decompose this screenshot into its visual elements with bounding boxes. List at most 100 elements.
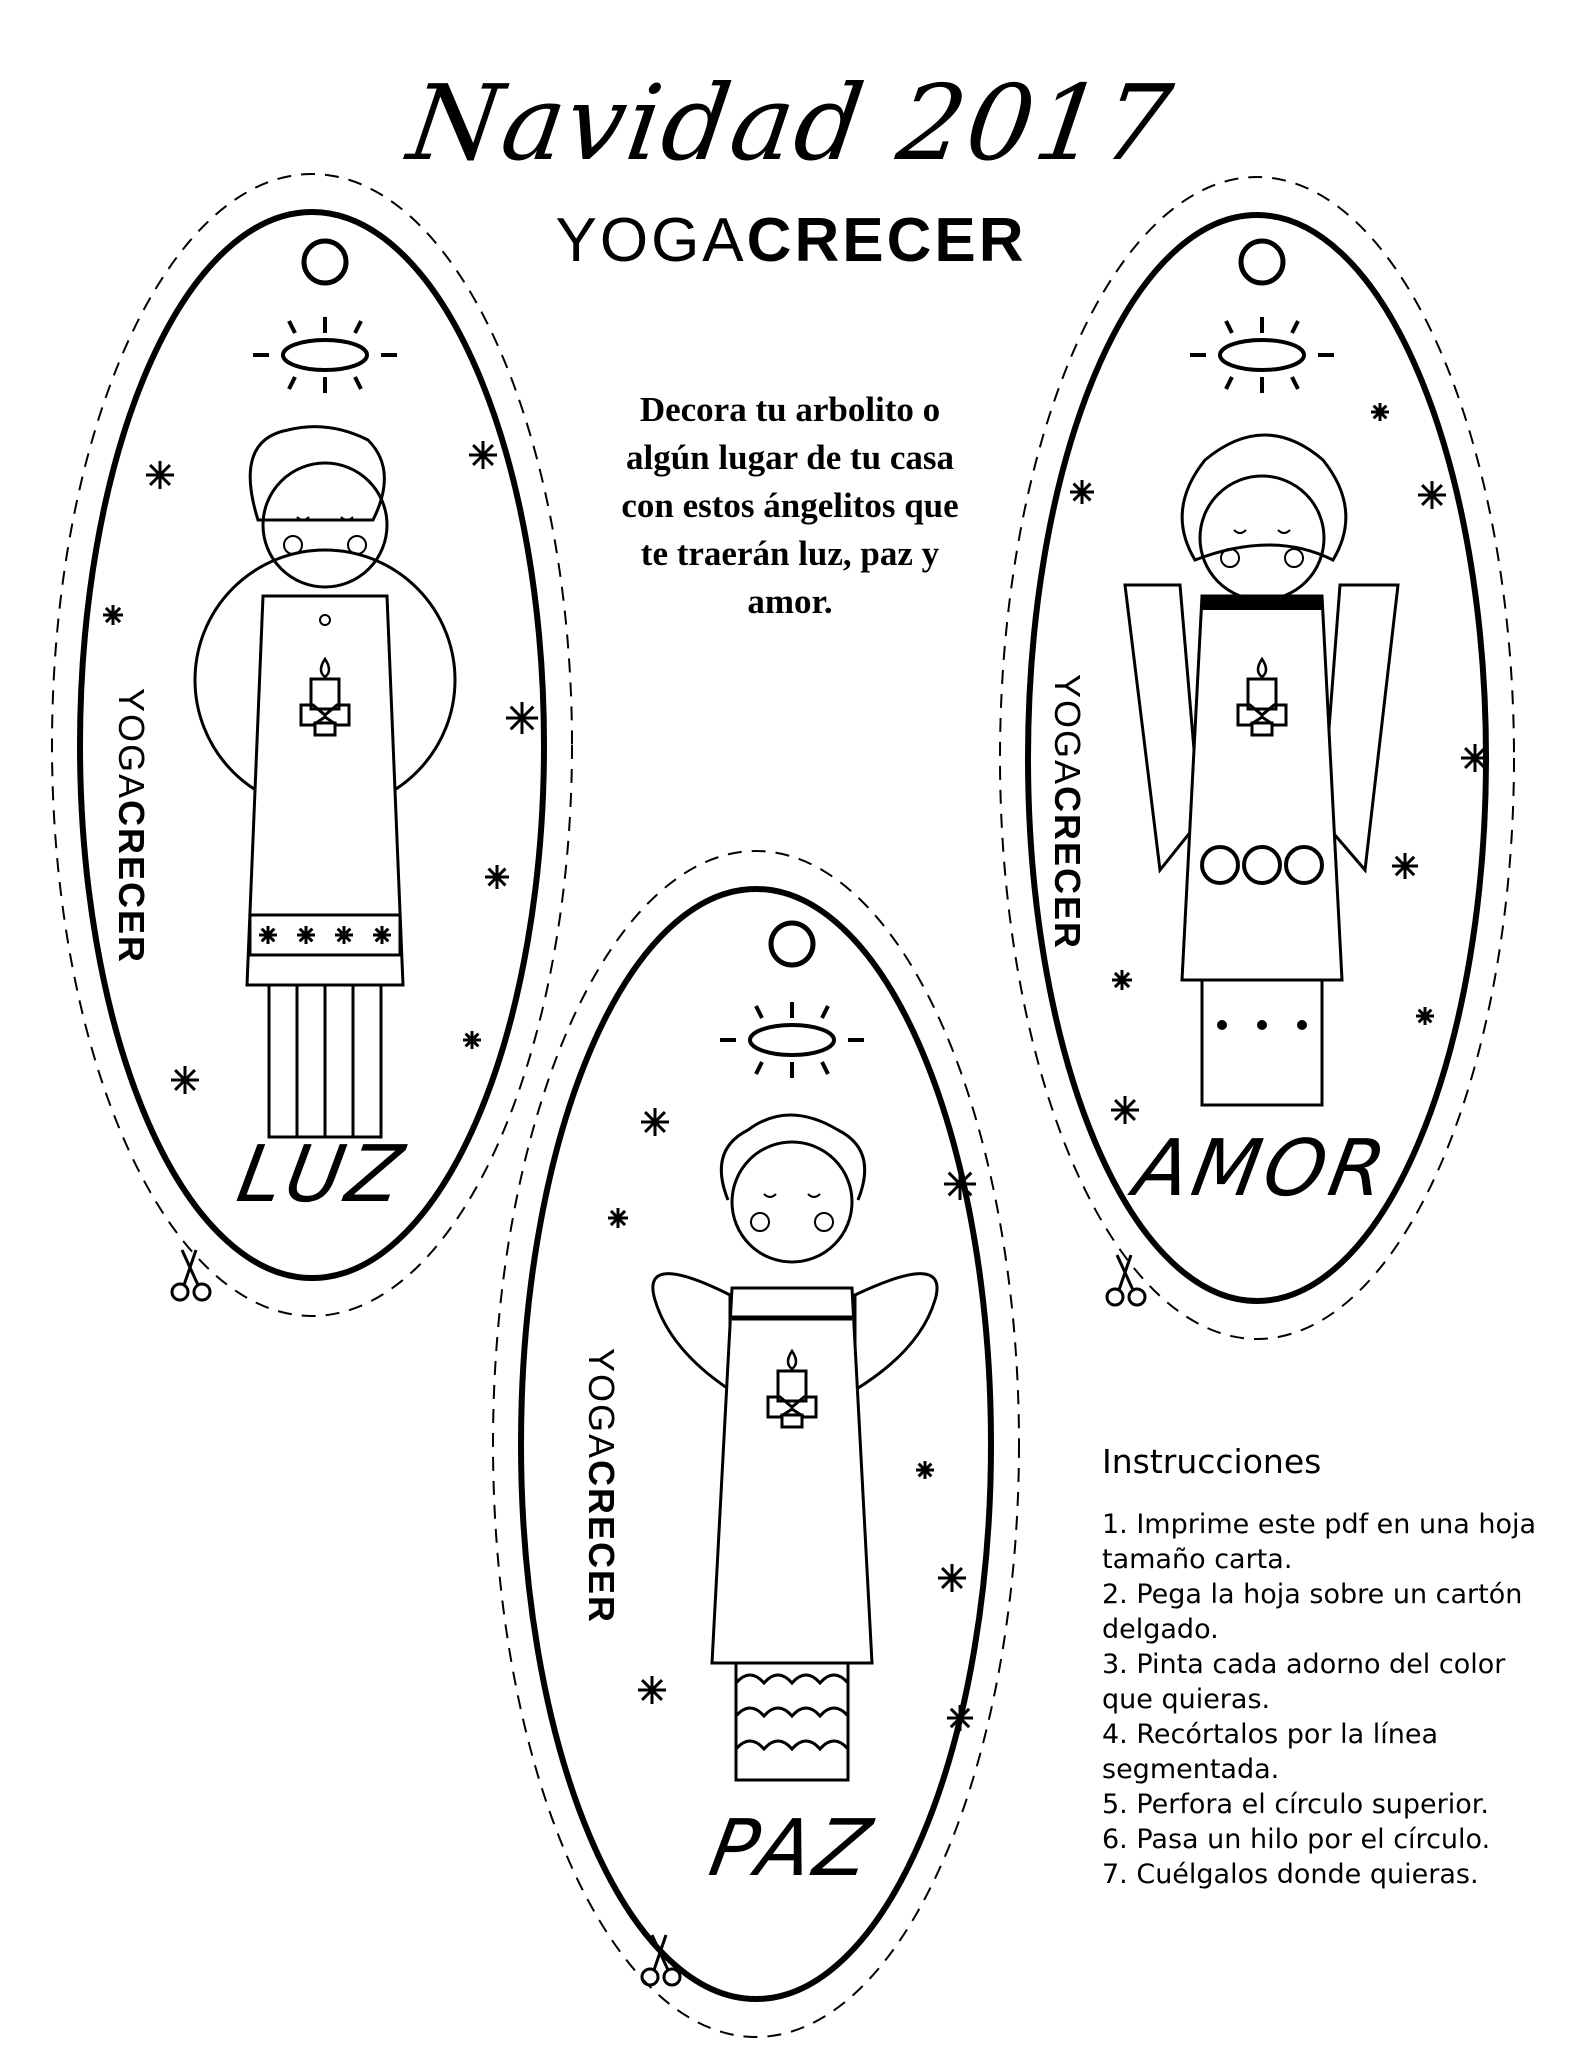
halo-ring [748, 1023, 836, 1057]
star-ray [609, 1209, 627, 1227]
candle-base [780, 1413, 804, 1429]
robe-bottom [734, 1661, 850, 1782]
halo-ray [287, 320, 297, 334]
star-ray [174, 1069, 196, 1091]
wings [651, 1272, 939, 1393]
star-icon [485, 865, 509, 889]
robe-dot [1297, 1020, 1307, 1030]
star-ray [298, 927, 314, 943]
star-icon [608, 1208, 628, 1228]
brand-logo: YOGACRECER [0, 205, 1582, 276]
brand-light: YOGA [555, 206, 747, 275]
star-icon [916, 1461, 934, 1479]
star-ray [336, 927, 352, 943]
cheek [283, 535, 303, 555]
halo-ring [281, 338, 369, 372]
instruction-step: 1. Imprime este pdf en una hoja tamaño c… [1102, 1509, 1537, 1575]
halo-ray [1290, 320, 1300, 334]
candle-body [309, 677, 341, 711]
candle-leaves [299, 703, 351, 727]
robe-dot [1257, 1020, 1267, 1030]
cheek [750, 1212, 770, 1232]
scissors-handle [1105, 1287, 1125, 1307]
hanging-hole-icon [301, 238, 349, 286]
halo-ray [820, 1005, 830, 1019]
star-ray [149, 464, 171, 486]
instructions-list: 1. Imprime este pdf en una hoja tamaño c… [1102, 1507, 1562, 1892]
candle-leaves [766, 1395, 818, 1419]
star-ray [509, 705, 535, 731]
instruction-step: 3. Pinta cada adorno del color que quier… [1102, 1649, 1506, 1715]
scissors-handle [192, 1282, 212, 1302]
star-ray [1394, 855, 1416, 877]
star-ray [1417, 1008, 1433, 1024]
candle-icon [766, 1348, 818, 1429]
star-icon [1371, 403, 1389, 421]
star-ray [1421, 484, 1443, 506]
head [730, 1140, 854, 1264]
ornament-luz-brand: YOGACRECER [110, 688, 152, 964]
brand-bold: CRECER [1047, 786, 1088, 951]
cheek [814, 1212, 834, 1232]
closed-eye [763, 1193, 777, 1198]
head [261, 461, 389, 589]
hair [1180, 433, 1348, 562]
star-icon [1392, 853, 1418, 879]
instructions-panel: Instrucciones 1. Imprime este pdf en una… [1102, 1442, 1562, 1892]
cut-line [492, 850, 1020, 2038]
star-band [248, 913, 402, 957]
halo-ray [754, 1061, 764, 1075]
halo-ray [1224, 376, 1234, 390]
halo-ring [1218, 338, 1306, 372]
lace-collar [1202, 596, 1322, 610]
ornament-amor-brand: YOGACRECER [1046, 674, 1088, 950]
candle-base [1250, 721, 1274, 737]
wave-pattern [734, 1706, 850, 1719]
star-icon [1112, 970, 1132, 990]
instruction-step: 2. Pega la hoja sobre un cartón delgado. [1102, 1579, 1523, 1645]
star-icon [297, 926, 315, 944]
star-ray [1114, 1099, 1136, 1121]
scissors-blade [1115, 1254, 1135, 1291]
cut-line [51, 173, 573, 1317]
star-icon [641, 1108, 669, 1136]
star-icon [938, 1564, 966, 1592]
scissors-handle [1127, 1287, 1147, 1307]
star-icon [506, 702, 538, 734]
face [730, 1140, 854, 1264]
flower-icon [319, 614, 331, 626]
star-ray [644, 1111, 666, 1133]
halo-ray [1224, 320, 1234, 334]
ornament-amor-word: AMOR [1127, 1124, 1397, 1214]
candle-icon [1236, 656, 1288, 737]
closed-eye [807, 1193, 821, 1198]
intro-text: Decora tu arbolito o algún lugar de tu c… [621, 390, 959, 621]
scissors-blade [650, 1934, 670, 1971]
star-ray [472, 444, 494, 466]
robe [710, 1286, 874, 1665]
robe [1180, 594, 1344, 982]
scissors-icon [170, 1249, 212, 1302]
halo-icon [1190, 317, 1334, 393]
scissors-handle [662, 1967, 682, 1987]
candle-flame [1256, 656, 1268, 679]
star-ray [464, 1032, 480, 1048]
cheek [347, 535, 367, 555]
star-ray [1113, 971, 1131, 989]
cut-line [999, 176, 1515, 1340]
lace-flower [1200, 845, 1240, 885]
candle-body [776, 1369, 808, 1403]
closed-eye [296, 516, 310, 521]
star-icon [1070, 480, 1094, 504]
star-ray [947, 1171, 973, 1197]
robe [245, 594, 405, 987]
star-icon [947, 1705, 973, 1731]
star-icon [1418, 481, 1446, 509]
hair [248, 425, 386, 522]
face [261, 461, 389, 589]
scissors-handle [170, 1282, 190, 1302]
page-title: Navidad 2017 [401, 62, 1181, 184]
star-ray [1072, 482, 1092, 502]
ornament-luz-word: LUZ [231, 1130, 413, 1220]
star-icon [103, 605, 123, 625]
